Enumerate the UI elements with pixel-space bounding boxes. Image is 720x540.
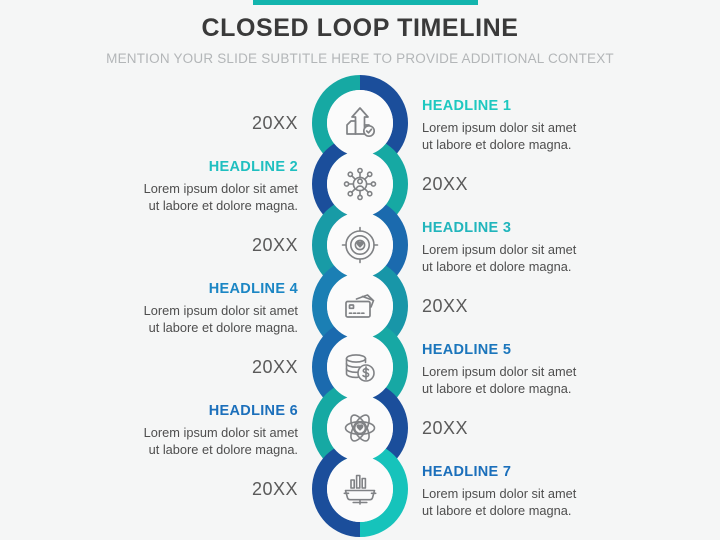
timeline-node-5[interactable]	[312, 319, 408, 415]
timeline-text-4: HEADLINE 4 Lorem ipsum dolor sit amet ut …	[108, 279, 298, 336]
timeline-text-6: HEADLINE 6 Lorem ipsum dolor sit amet ut …	[108, 401, 298, 458]
timeline-headline: HEADLINE 7	[422, 464, 512, 480]
timeline-node-6[interactable]	[312, 380, 408, 476]
page-title: CLOSED LOOP TIMELINE	[201, 14, 519, 42]
timeline-description: Lorem ipsum dolor sit amet ut labore et …	[422, 364, 577, 396]
timeline-headline: HEADLINE 3	[422, 220, 512, 236]
coins-dollar-icon	[345, 354, 375, 382]
atom-heart-icon	[344, 414, 376, 442]
timeline-icon-disc	[327, 395, 393, 461]
timeline-text-5: HEADLINE 5 Lorem ipsum dolor sit amet ut …	[422, 340, 612, 397]
cards-wallet-icon	[345, 294, 375, 318]
network-user-icon	[343, 167, 377, 201]
timeline-description: Lorem ipsum dolor sit amet ut labore et …	[422, 486, 577, 518]
timeline-node-2[interactable]	[312, 136, 408, 232]
timeline-description: Lorem ipsum dolor sit amet ut labore et …	[143, 425, 298, 457]
timeline-icon-disc	[327, 212, 393, 278]
timeline-description: Lorem ipsum dolor sit amet ut labore et …	[143, 181, 298, 213]
timeline-year-7: 20XX	[251, 479, 298, 499]
timeline-text-3: HEADLINE 3 Lorem ipsum dolor sit amet ut …	[422, 218, 612, 275]
timeline-year-3: 20XX	[251, 235, 298, 255]
timeline-year-5: 20XX	[251, 357, 298, 377]
timeline-node-7[interactable]	[312, 441, 408, 537]
timeline-year-1: 20XX	[251, 113, 298, 133]
timeline-headline: HEADLINE 1	[422, 98, 512, 114]
slide-header: CLOSED LOOP TIMELINE MENTION YOUR SLIDE …	[0, 12, 720, 69]
timeline-icon-disc	[327, 334, 393, 400]
timeline-headline: HEADLINE 6	[208, 403, 298, 419]
timeline-node-4[interactable]	[312, 258, 408, 354]
top-accent-bar	[253, 0, 478, 5]
timeline-text-2: HEADLINE 2 Lorem ipsum dolor sit amet ut …	[108, 157, 298, 214]
growth-check-icon	[346, 107, 376, 138]
timeline-icon-disc	[327, 151, 393, 217]
timeline-year-2: 20XX	[422, 174, 469, 194]
timeline-year-4: 20XX	[422, 296, 469, 316]
gear-chart-icon	[343, 474, 377, 505]
timeline-node-3[interactable]	[312, 197, 408, 293]
timeline-headline: HEADLINE 5	[422, 342, 512, 358]
timeline-node-1[interactable]	[312, 75, 408, 171]
timeline-headline: HEADLINE 2	[208, 159, 298, 175]
timeline-year-6: 20XX	[422, 418, 469, 438]
timeline-icon-disc	[327, 273, 393, 339]
page-subtitle: MENTION YOUR SLIDE SUBTITLE HERE TO PROV…	[106, 51, 614, 66]
target-heart-icon	[341, 226, 379, 264]
timeline-text-7: HEADLINE 7 Lorem ipsum dolor sit amet ut …	[422, 462, 612, 519]
timeline-description: Lorem ipsum dolor sit amet ut labore et …	[422, 242, 577, 274]
timeline-description: Lorem ipsum dolor sit amet ut labore et …	[422, 120, 577, 152]
timeline-icon-disc	[327, 90, 393, 156]
timeline-headline: HEADLINE 4	[208, 281, 298, 297]
timeline-icon-disc	[327, 456, 393, 522]
timeline-description: Lorem ipsum dolor sit amet ut labore et …	[143, 303, 298, 335]
timeline-text-1: HEADLINE 1 Lorem ipsum dolor sit amet ut …	[422, 96, 612, 153]
